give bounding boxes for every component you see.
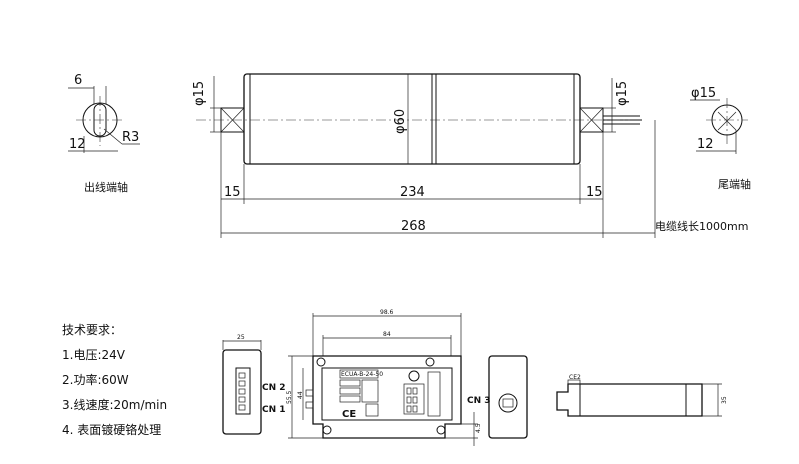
ctrl-side-connector: [235, 367, 251, 415]
dim-total-text: 268: [401, 219, 426, 234]
cn3-label: CN 3: [467, 396, 491, 406]
dip-4: [412, 396, 418, 404]
controller-front-view: 98.6 84 ECUA-B-24-50 CE: [286, 309, 482, 446]
ctrl-text-row-2: [339, 387, 361, 395]
ctrl-dip-block: [403, 383, 425, 415]
ctrl-left-conn-1: [305, 389, 314, 397]
controller-bottom-view: CE2 35: [556, 374, 728, 417]
left-end-view: 6 12 R3 出线端轴: [68, 73, 140, 194]
right-dim-12-text: 12: [697, 137, 714, 152]
cn1-label: CN 1: [262, 405, 286, 415]
dim-6-text: 6: [74, 73, 82, 88]
right-end-view: φ15 12 尾端轴: [690, 86, 751, 191]
ctrl-height-b-text: 44: [297, 391, 304, 399]
ctrl-model-text: ECUA-B-24-50: [341, 371, 383, 378]
ctrl-speed-knob: [408, 370, 420, 382]
left-end-caption: 出线端轴: [84, 180, 128, 194]
roller-tube: [243, 73, 581, 165]
cn2-label: CN 2: [262, 383, 286, 393]
ctrl-bottom-body: [556, 383, 703, 417]
ctrl-cn3-connector: [498, 393, 518, 413]
r3-text: R3: [122, 130, 139, 145]
roller-side-view: φ15 φ60 φ15 15 234 15 268 电缆线长1000mm: [192, 73, 748, 238]
ctrl-bottom-tab: [567, 379, 581, 385]
ctrl-cn3-body: [488, 355, 528, 439]
ctrl-mount-hole-tl: [316, 357, 326, 367]
tech-requirements: 技术要求： 1.电压:24V 2.功率:60W 3.线速度:20m/min 4.…: [62, 323, 167, 437]
ctrl-cn3-pins: [502, 398, 514, 408]
ctrl-left-conn-2: [305, 401, 314, 409]
right-dia-text: φ15: [691, 86, 716, 101]
tech-item-voltage: 1.电压:24V: [62, 348, 126, 362]
ctrl-mount-hole-br: [436, 425, 446, 435]
ctrl-text-row-1: [339, 379, 361, 387]
tech-item-surface: 4. 表面镀硬铬处理: [62, 422, 161, 437]
ctrl-text-row-3: [339, 395, 361, 403]
controller-side-view: 25 CN 2 CN 1: [222, 334, 286, 435]
ctrl-35-text: 35: [721, 396, 728, 404]
dim-tube-text: 234: [400, 185, 425, 200]
dip-1: [406, 387, 412, 395]
controller-cn3-view: CN 3: [467, 355, 528, 439]
dia15-right-text: φ15: [615, 81, 630, 106]
dim-left-shaft-text: 15: [224, 185, 241, 200]
ctrl-overall-text: 98.6: [380, 309, 394, 316]
tech-item-speed: 3.线速度:20m/min: [62, 397, 167, 412]
pin-1: [238, 372, 246, 379]
ctrl-inner-text: 84: [383, 331, 391, 338]
right-shaft-cross-2: [579, 107, 604, 133]
ctrl-mount-hole-bl: [322, 425, 332, 435]
ctrl-mount-hole-tr: [425, 357, 435, 367]
dip-3: [406, 396, 412, 404]
ctrl-side-body: [222, 349, 262, 435]
pin-2: [238, 380, 246, 387]
ctrl-right-labels: [427, 371, 441, 417]
pin-3: [238, 388, 246, 395]
pin-5: [238, 404, 246, 411]
ctrl-side-width-text: 25: [237, 334, 245, 341]
ctrl-45-text: 4.5: [475, 423, 482, 433]
dip-5: [406, 405, 412, 413]
dip-6: [412, 405, 418, 413]
dip-2: [412, 387, 418, 395]
ctrl-spec-block: [361, 379, 379, 403]
dim-12-text: 12: [69, 137, 86, 152]
cable-note-text: 电缆线长1000mm: [655, 219, 748, 233]
tech-item-power: 2.功率:60W: [62, 372, 129, 387]
dia60-text: φ60: [393, 109, 408, 134]
ctrl-cert-mark: [365, 403, 379, 417]
ctrl-model-box: [339, 369, 379, 379]
right-end-caption: 尾端轴: [718, 177, 751, 191]
dim-right-shaft-text: 15: [586, 185, 603, 200]
ctrl-ce-mark: CE: [342, 409, 356, 420]
tech-heading: 技术要求：: [62, 323, 122, 337]
pin-4: [238, 396, 246, 403]
ctrl-height-a-text: 55.5: [286, 390, 293, 404]
r3-leader: [103, 128, 123, 145]
ctrl-bottom-label: CE2: [569, 374, 581, 381]
ctrl-front-panel: [321, 367, 453, 421]
dia15-left-text: φ15: [192, 81, 207, 106]
